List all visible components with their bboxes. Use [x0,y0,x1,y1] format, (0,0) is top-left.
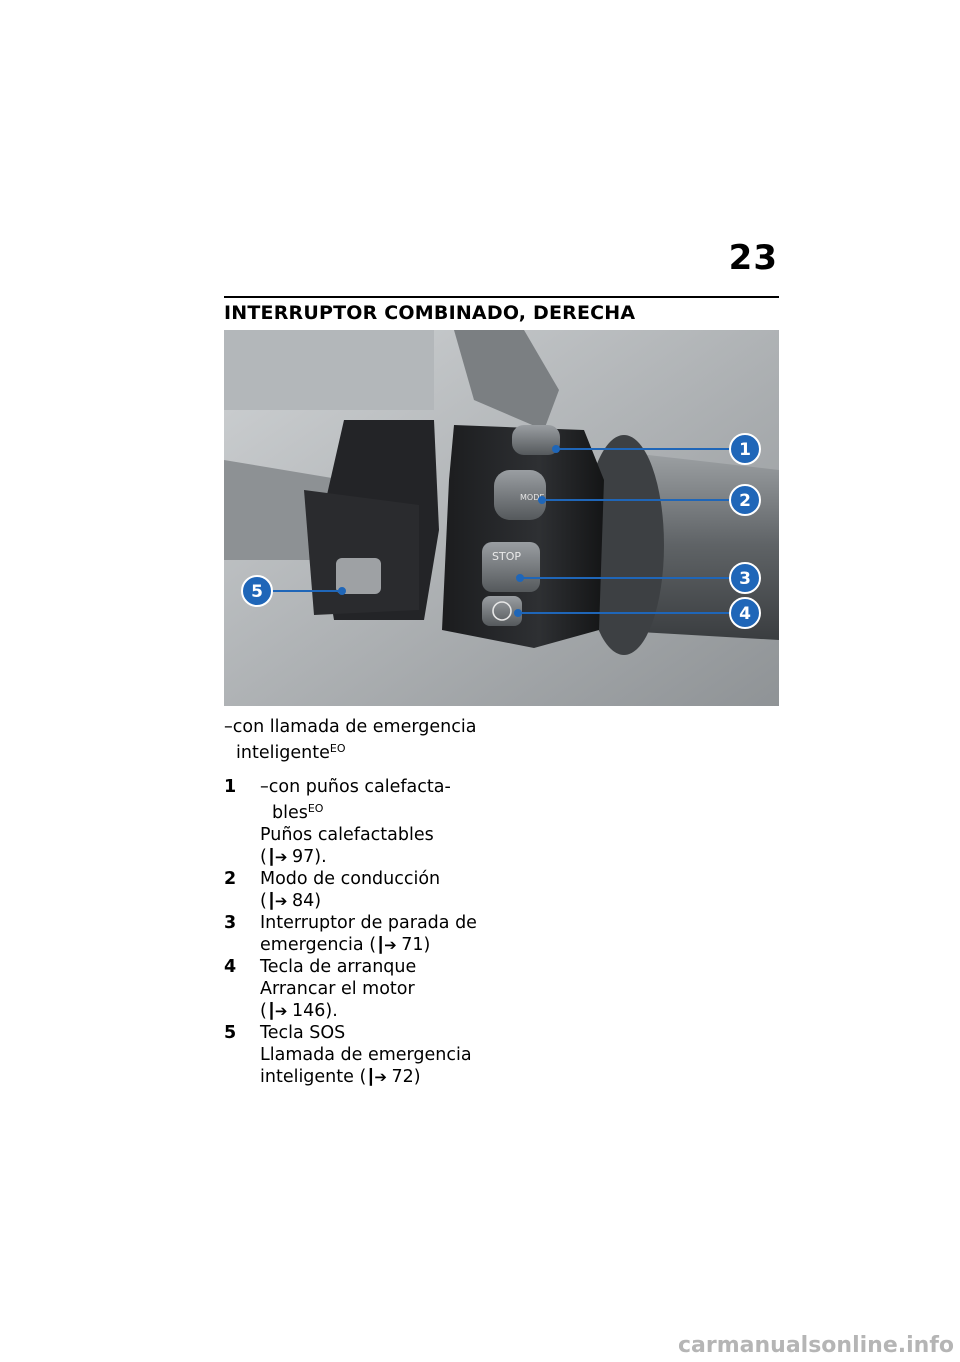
callout-number: 4 [739,604,751,624]
legend-body: Modo de conducción (┃➔ 84) [260,868,484,912]
callout-number: 1 [739,440,751,460]
ref-open: ( [260,1001,267,1021]
page-reference[interactable]: (┃➔ 84) [260,890,484,912]
legend-line: Puños calefactables [260,825,434,845]
legend-line: Llamada de emergencia [260,1045,472,1065]
legend-line: Modo de conducción [260,869,441,889]
ref-open: ( [260,891,267,911]
page-arrow-icon: ┃➔ [266,848,288,866]
ref-page: 72) [385,1067,421,1087]
page-arrow-icon: ┃➔ [366,1068,387,1086]
legend-body: Tecla SOS Llamada de emergencia intelige… [260,1022,484,1088]
legend-number: 2 [224,869,237,889]
stop-button-label: STOP [492,550,521,563]
note-line: –con llamada de emergencia [224,717,477,737]
legend-body: Tecla de arranque Arrancar el motor (┃➔ … [260,956,484,1022]
switch-illustration: MODE STOP 1 2 3 [224,330,779,706]
legend-text: bles [272,803,308,823]
ref-lead: inteligente ( [260,1067,367,1087]
legend-number: 3 [224,913,237,933]
legend-line: Tecla de arranque [260,957,417,977]
callout-badge-5: 5 [241,575,273,607]
callout-badge-1: 1 [729,433,761,465]
legend-number: 5 [224,1023,237,1043]
page-arrow-icon: ┃➔ [266,1002,288,1020]
legend-text: –con llamada de emergencia inteligenteEO… [224,716,484,1088]
ref-page: 146). [286,1001,338,1021]
ref-page: 84) [286,891,322,911]
switch-photo: MODE STOP 1 2 3 [224,330,779,706]
legend-number: 4 [224,957,237,977]
legend-item-3: 3 Interruptor de parada de emergencia (┃… [224,912,484,956]
legend-body: Interruptor de parada de emergencia (┃➔ … [260,912,484,956]
option-code: EO [329,742,346,755]
legend-line: blesEO [260,798,484,824]
legend-line: Arrancar el motor [260,979,415,999]
legend-line: Interruptor de parada de [260,913,477,933]
watermark: carmanualsonline.info [678,1333,954,1358]
ref-lead: emergencia ( [260,935,377,955]
ref-open: ( [260,847,267,867]
ref-page: 97). [286,847,327,867]
legend-line: Tecla SOS [260,1023,346,1043]
section-title: INTERRUPTOR COMBINADO, DERECHA [224,296,779,324]
ref-page: 71) [395,935,431,955]
page-arrow-icon: ┃➔ [376,936,397,954]
legend-item-4: 4 Tecla de arranque Arrancar el motor (┃… [224,956,484,1022]
legend-line: –con puños calefacta- [260,777,451,797]
legend-item-2: 2 Modo de conducción (┃➔ 84) [224,868,484,912]
callout-badge-2: 2 [729,484,761,516]
option-code: EO [307,802,324,815]
mode-button-label: MODE [520,493,544,502]
page-reference[interactable]: (┃➔ 146). [260,1000,484,1022]
callout-number: 3 [739,569,751,589]
callout-number: 5 [251,582,263,602]
page-arrow-icon: ┃➔ [266,892,288,910]
legend-item-1: 1 –con puños calefacta- blesEO Puños cal… [224,776,484,868]
note-text: inteligente [236,743,330,763]
note-line: inteligenteEO [224,738,484,764]
callout-badge-4: 4 [729,597,761,629]
page-reference[interactable]: (┃➔ 97). [260,846,484,868]
equipment-note: –con llamada de emergencia inteligenteEO [224,716,484,764]
page-reference[interactable]: emergencia (┃➔ 71) [260,934,484,956]
callout-number: 2 [739,491,751,511]
legend-item-5: 5 Tecla SOS Llamada de emergencia inteli… [224,1022,484,1088]
legend-body: –con puños calefacta- blesEO Puños calef… [260,776,484,868]
page-number: 23 [728,238,778,278]
page-reference[interactable]: inteligente (┃➔ 72) [260,1066,484,1088]
callout-badge-3: 3 [729,562,761,594]
legend-number: 1 [224,777,237,797]
